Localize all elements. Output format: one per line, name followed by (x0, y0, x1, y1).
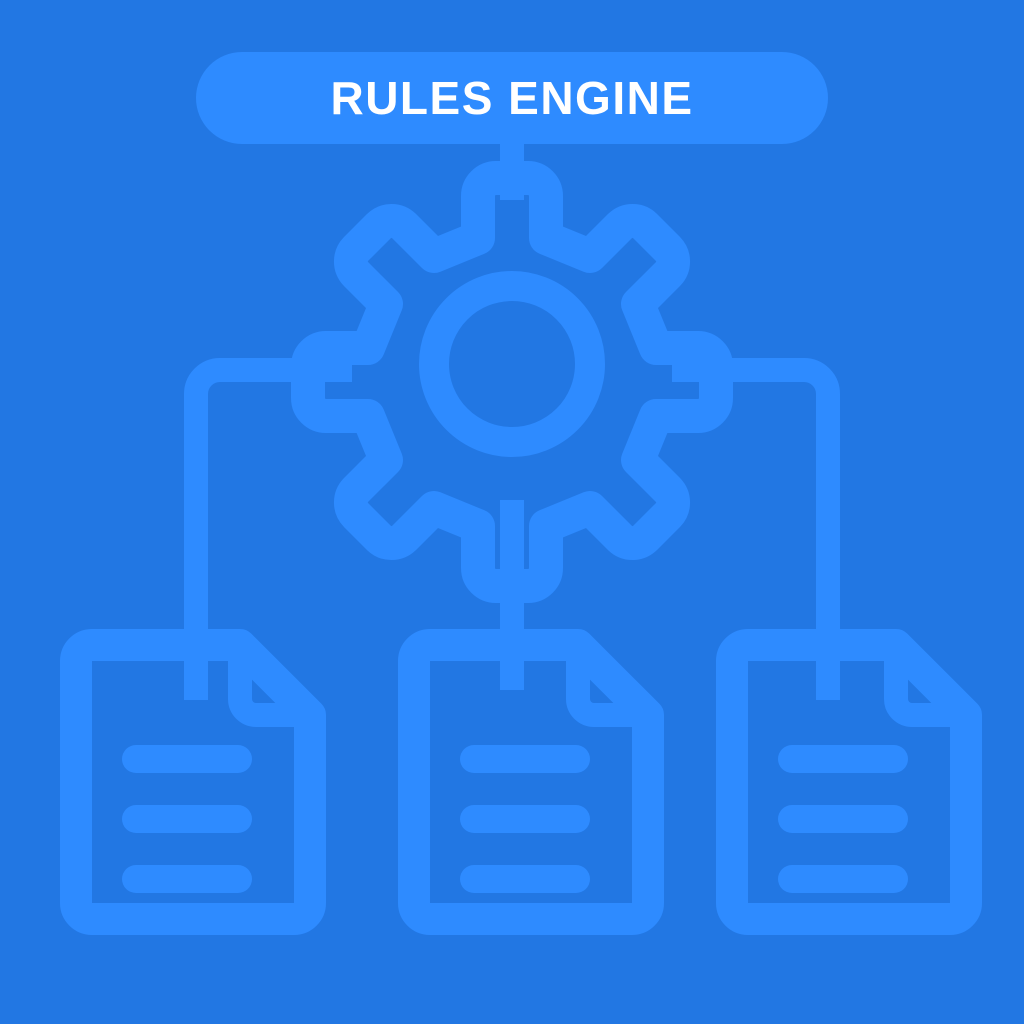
document-left[interactable] (60, 629, 326, 935)
document-center[interactable] (398, 629, 664, 935)
document-center-line-2 (460, 805, 590, 833)
document-left-outline (60, 629, 326, 935)
document-left-line-1 (122, 745, 252, 773)
page-title: RULES ENGINE (330, 72, 693, 124)
document-left-fold-icon (228, 645, 310, 727)
document-center-fold-icon (566, 645, 648, 727)
gear-inner-ring (419, 271, 605, 457)
document-right-line-3 (778, 865, 908, 893)
title-badge[interactable]: RULES ENGINE (196, 52, 828, 144)
gear-outline (291, 161, 733, 603)
document-right[interactable] (716, 629, 982, 935)
document-center-outline (398, 629, 664, 935)
gear-icon[interactable] (291, 161, 733, 603)
document-left-line-2 (122, 805, 252, 833)
document-center-line-3 (460, 865, 590, 893)
connector-gear-to-document-left (184, 358, 352, 700)
document-right-fold-icon (884, 645, 966, 727)
document-left-line-3 (122, 865, 252, 893)
document-right-line-1 (778, 745, 908, 773)
document-right-line-2 (778, 805, 908, 833)
connector-gear-to-document-right (672, 358, 840, 700)
document-center-line-1 (460, 745, 590, 773)
document-right-outline (716, 629, 982, 935)
title-badge-background (196, 52, 828, 144)
